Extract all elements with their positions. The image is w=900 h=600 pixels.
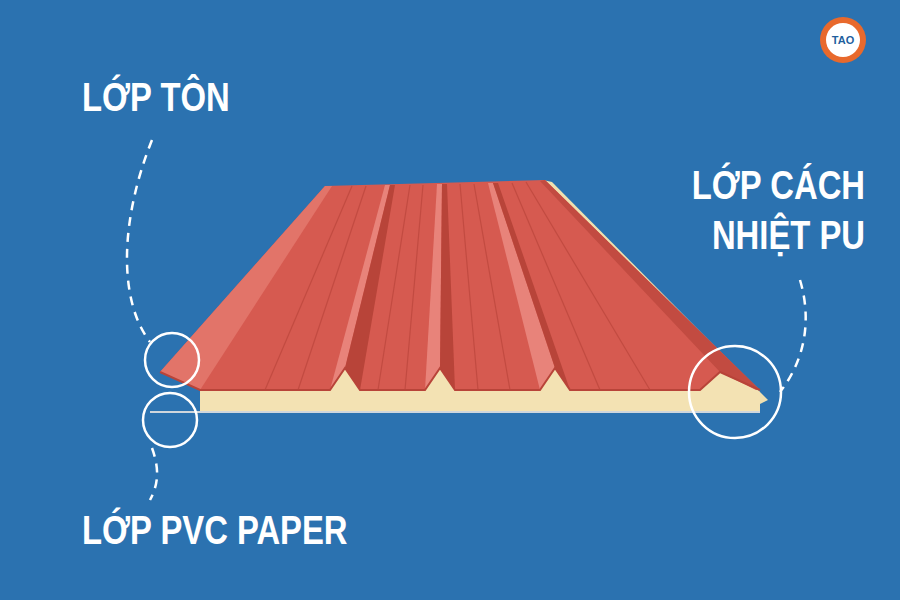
pvc-paper [150, 411, 760, 413]
layer-label: LỚP TÔN [82, 72, 230, 122]
layer-label: LỚP PVC PAPER [82, 505, 348, 555]
panel-ribs [160, 180, 760, 390]
panel-surface [160, 180, 760, 390]
logo-text: TAO [832, 35, 854, 46]
logo [820, 17, 866, 63]
layer-label: LỚP CÁCH NHIỆT PU [689, 160, 865, 260]
sheet-edge [160, 368, 760, 390]
callout-circles [143, 333, 781, 447]
